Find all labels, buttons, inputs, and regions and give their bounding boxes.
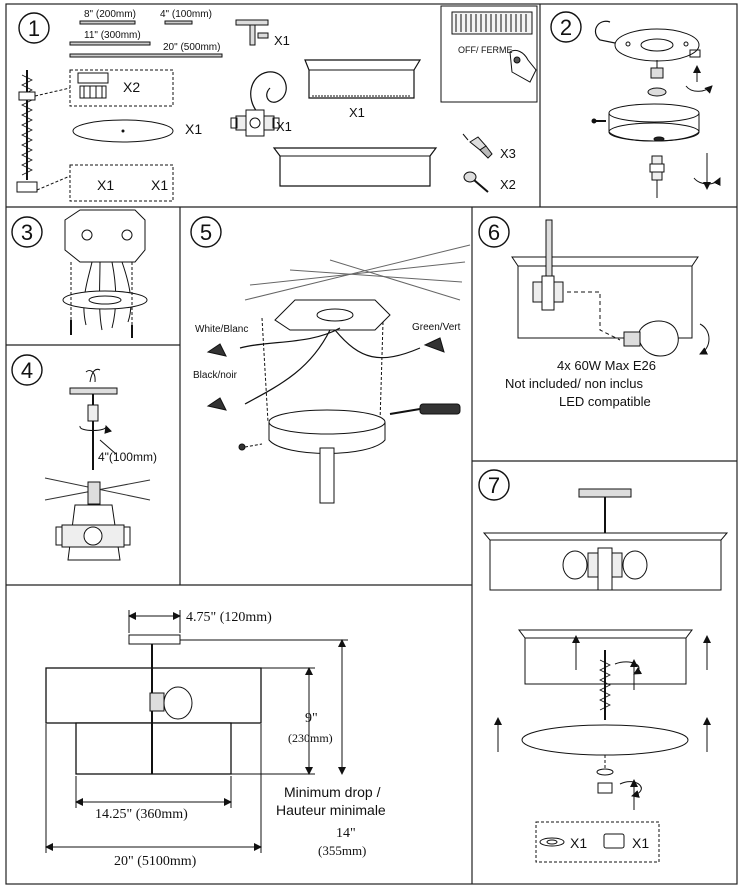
- rotate-arrow-icon: [614, 659, 643, 690]
- svg-text:14": 14": [336, 826, 356, 841]
- canopy-icon: [608, 103, 700, 142]
- svg-text:4.75" (120mm): 4.75" (120mm): [186, 610, 272, 625]
- mounting-bracket-icon: [62, 290, 148, 310]
- svg-text:Not included/ non inclus: Not included/ non inclus: [505, 376, 644, 391]
- diffuser-disc-icon: [72, 119, 174, 143]
- socket-cluster-icon: [230, 71, 287, 137]
- svg-text:X1: X1: [97, 177, 114, 193]
- svg-text:X1: X1: [632, 835, 649, 851]
- shade-bottom-icon: [75, 722, 232, 775]
- svg-text:X1: X1: [274, 33, 290, 48]
- shade-bottom-icon: [272, 147, 438, 187]
- svg-text:Minimum drop /: Minimum drop /: [284, 784, 381, 800]
- svg-text:1: 1: [28, 16, 40, 41]
- svg-text:20" (5100mm): 20" (5100mm): [114, 854, 197, 869]
- rotate-arrow-icon: [685, 65, 713, 94]
- socket-cluster-icon: [532, 275, 564, 311]
- svg-text:8" (200mm): 8" (200mm): [84, 9, 136, 20]
- svg-text:5: 5: [200, 220, 212, 245]
- wire-connector-icon: [206, 337, 445, 411]
- rotate-arrow-icon: [619, 779, 642, 810]
- step-2-canopy: [591, 20, 721, 198]
- svg-text:X1: X1: [349, 105, 365, 120]
- svg-text:14.25" (360mm): 14.25" (360mm): [95, 807, 188, 822]
- wire-connector-icon: [462, 133, 493, 159]
- rod-20in: [69, 53, 223, 58]
- svg-text:4" (100mm): 4" (100mm): [160, 9, 212, 20]
- step-3-junction-box: [62, 209, 148, 338]
- svg-text:4: 4: [21, 358, 33, 383]
- step-numbers: 1 2 3 4 5 6 7: [11, 11, 582, 501]
- shade-icon: [304, 59, 422, 99]
- finial-cap-icon: [603, 833, 625, 849]
- svg-text:X2: X2: [500, 177, 516, 192]
- bulb-icon: [163, 686, 193, 720]
- svg-text:X3: X3: [500, 146, 516, 161]
- breaker-panel-icon: [451, 11, 537, 83]
- threaded-rod-icon: [16, 70, 38, 193]
- step-5-wiring: White/Blanc Black/noir Green/Vert: [193, 244, 471, 504]
- canopy-icon: [128, 634, 181, 645]
- screw-icon: [463, 171, 489, 193]
- socket-cluster-icon: [562, 547, 648, 591]
- svg-text:White/Blanc: White/Blanc: [195, 324, 248, 335]
- svg-text:Green/Vert: Green/Vert: [412, 322, 461, 333]
- nut-icon: [77, 72, 109, 99]
- rod-4in: [164, 20, 193, 25]
- step-7-badge: 7: [478, 469, 510, 501]
- canopy-icon: [268, 409, 386, 504]
- socket-nipple-icon: [649, 155, 665, 198]
- svg-text:2: 2: [560, 15, 572, 40]
- svg-text:4x 60W Max E26: 4x 60W Max E26: [557, 358, 656, 373]
- step-2-badge: 2: [550, 11, 582, 43]
- step-1-parts: 8" (200mm) 4" (100mm) 11" (300mm) 20" (5…: [16, 5, 538, 202]
- rod-11in: [69, 41, 151, 46]
- socket-cluster-icon: [44, 477, 151, 561]
- svg-text:OFF/ FERME: OFF/ FERME: [458, 45, 513, 55]
- svg-text:LED compatible: LED compatible: [559, 394, 651, 409]
- rotate-arrow-icon: [693, 153, 721, 190]
- step-4-badge: 4: [11, 354, 43, 386]
- svg-text:X1: X1: [185, 121, 202, 137]
- svg-text:X1: X1: [151, 177, 168, 193]
- svg-text:(230mm): (230mm): [288, 731, 333, 745]
- step-6-bulbs: 4x 60W Max E26 Not included/ non inclus …: [505, 219, 710, 409]
- screw-icon: [70, 262, 133, 338]
- svg-text:11" (300mm): 11" (300mm): [84, 30, 141, 41]
- dimension-drawing: 4.75" (120mm) 9" (230mm) 14.25" (360mm) …: [45, 610, 386, 869]
- mounting-bracket-icon: [614, 28, 701, 62]
- diffuser-disc-icon: [521, 724, 689, 756]
- svg-text:Black/noir: Black/noir: [193, 370, 238, 381]
- screwdriver-icon: [389, 403, 461, 415]
- up-arrow-icon: [494, 635, 711, 752]
- step-3-badge: 3: [11, 216, 43, 248]
- rod-8in: [79, 20, 136, 25]
- step-1-badge: 1: [18, 12, 50, 44]
- screw-icon: [238, 443, 263, 451]
- svg-text:Hauteur minimale: Hauteur minimale: [276, 802, 386, 818]
- svg-text:9": 9": [305, 711, 318, 726]
- washer-icon: [539, 837, 565, 847]
- step-6-badge: 6: [478, 216, 510, 248]
- svg-text:X1: X1: [570, 835, 587, 851]
- step-7-assembly: X1 X1: [482, 488, 729, 863]
- screw-icon: [591, 118, 606, 124]
- svg-text:7: 7: [488, 473, 500, 498]
- svg-text:(355mm): (355mm): [318, 843, 366, 858]
- step-4-hanging-rod: 4"(100mm): [44, 368, 157, 561]
- svg-text:4"(100mm): 4"(100mm): [98, 450, 157, 464]
- step-5-badge: 5: [190, 216, 222, 248]
- bulb-icon: [623, 320, 710, 357]
- svg-text:X2: X2: [123, 79, 140, 95]
- tee-hanger-icon: [235, 19, 269, 46]
- svg-text:20" (500mm): 20" (500mm): [163, 42, 220, 53]
- svg-text:X1: X1: [276, 119, 292, 134]
- panel-grid: [5, 3, 738, 885]
- mounting-bracket-icon: [274, 299, 391, 331]
- svg-text:3: 3: [21, 220, 33, 245]
- svg-text:6: 6: [488, 220, 500, 245]
